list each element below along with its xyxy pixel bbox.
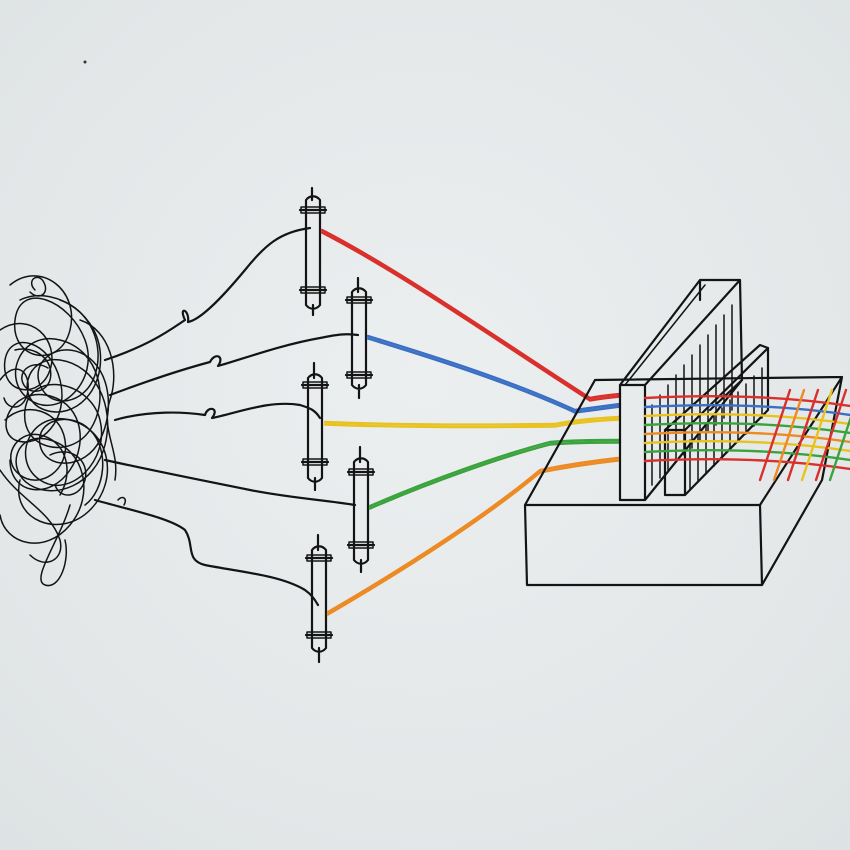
spindle-5 xyxy=(304,533,334,664)
weft-red xyxy=(643,458,850,471)
tangled-yarn-ball xyxy=(0,275,117,587)
paper-speck xyxy=(83,60,87,64)
thread-green xyxy=(368,441,622,510)
thread-blue xyxy=(366,337,622,414)
thread-yellow xyxy=(323,415,622,426)
weft-green xyxy=(643,422,850,435)
warp-yellow xyxy=(800,388,834,482)
thread-red xyxy=(320,231,622,402)
thread-red xyxy=(320,228,622,400)
weft-green xyxy=(643,449,850,462)
warp-orange xyxy=(772,388,806,482)
weft-yellow xyxy=(643,413,850,426)
spindle-3 xyxy=(300,361,330,492)
colored-threads xyxy=(320,228,622,616)
thread-yellow xyxy=(323,418,622,429)
loom-harness-frame xyxy=(618,278,744,502)
woven-cloth xyxy=(643,388,850,482)
thread-blue xyxy=(366,334,622,412)
spindle-1 xyxy=(298,186,328,317)
warp-green xyxy=(828,416,850,482)
thread-orange xyxy=(326,459,620,616)
loom-reed xyxy=(663,343,770,497)
weft-blue xyxy=(643,404,850,417)
weft-orange xyxy=(643,431,850,444)
thread-green xyxy=(368,438,622,508)
warp-red xyxy=(758,388,792,482)
loose-black-threads xyxy=(93,226,360,607)
spindle-2 xyxy=(344,276,374,400)
thread-orange xyxy=(326,456,620,614)
spindle-4 xyxy=(346,445,376,574)
warp-red xyxy=(814,388,848,482)
warp-red xyxy=(786,388,820,482)
